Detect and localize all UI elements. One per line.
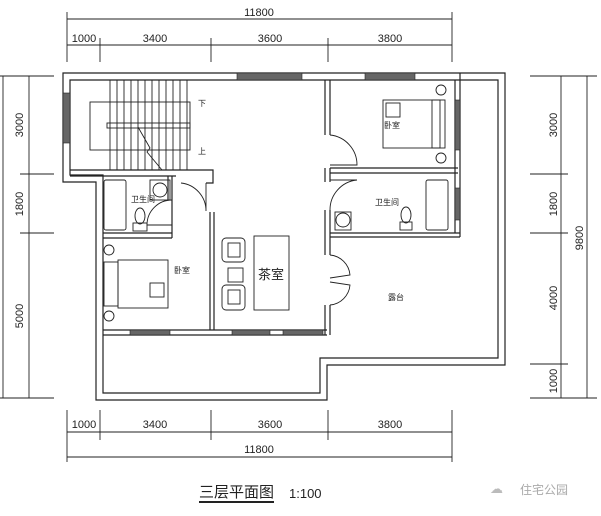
left-dimension-lines xyxy=(0,75,54,399)
dim-right-total: 9800 xyxy=(574,226,586,250)
stair-down-label: 下 xyxy=(198,99,206,108)
exterior-walls xyxy=(62,72,506,401)
dim-right-2: 1800 xyxy=(548,192,560,216)
right-dimension-lines xyxy=(530,75,597,399)
staircase xyxy=(89,80,191,171)
dim-right-3: 4000 xyxy=(548,286,560,310)
dim-top-4: 3800 xyxy=(378,33,402,45)
dim-bottom-2: 3400 xyxy=(143,419,167,431)
dim-top-2: 3400 xyxy=(143,33,167,45)
bathroom-left-fixtures xyxy=(103,179,171,232)
dim-bottom-total: 11800 xyxy=(244,444,274,456)
dim-bottom-3: 3600 xyxy=(258,419,282,431)
stair-up-label: 上 xyxy=(198,147,206,156)
bedroom-right-label: 卧室 xyxy=(384,120,400,130)
watermark: 住宅公园 xyxy=(520,483,569,497)
bedroom-left-label: 卧室 xyxy=(174,265,190,275)
dim-left-1: 3000 xyxy=(14,113,26,137)
bottom-dimension-lines xyxy=(66,410,453,462)
dim-bottom-4: 3800 xyxy=(378,419,402,431)
watermark-icon: ☁ xyxy=(490,482,503,497)
dim-top-3: 3600 xyxy=(258,33,282,45)
dim-right-4: 1000 xyxy=(548,369,560,393)
bed-right xyxy=(382,84,447,164)
bed-left xyxy=(103,244,169,322)
windows xyxy=(62,72,461,336)
dim-top-1: 1000 xyxy=(72,33,96,45)
dim-right-1: 3000 xyxy=(548,113,560,137)
dim-left-2: 1800 xyxy=(14,192,26,216)
tea-room-label: 茶室 xyxy=(258,267,284,283)
terrace-label: 露台 xyxy=(388,292,404,302)
dim-top-total: 11800 xyxy=(244,7,274,19)
dim-left-3: 5000 xyxy=(14,304,26,328)
top-dimension-lines xyxy=(66,12,453,62)
drawing-title: 三层平面图 xyxy=(199,483,275,503)
bathroom-right-label: 卫生间 xyxy=(375,197,399,207)
bathroom-right-fixtures xyxy=(334,179,449,231)
dim-bottom-1: 1000 xyxy=(72,419,96,431)
bathroom-left-label: 卫生间 xyxy=(131,194,155,204)
drawing-scale: 1:100 xyxy=(289,486,322,501)
tea-room-furniture xyxy=(221,235,290,311)
